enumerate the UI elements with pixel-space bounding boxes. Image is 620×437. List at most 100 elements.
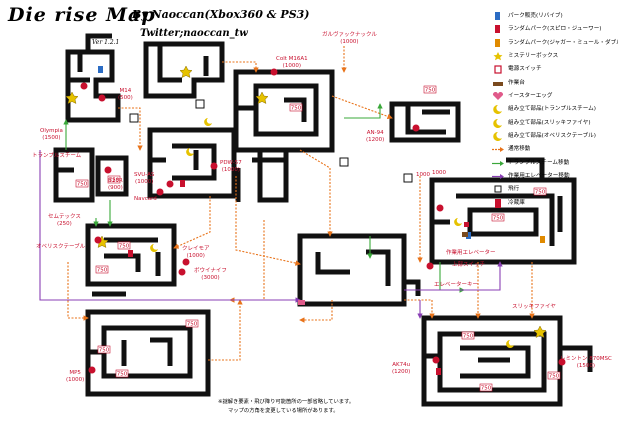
author-twitter: Twitter;naoccan_tw: [140, 28, 248, 39]
weapon-marker-icon: [182, 258, 190, 266]
building-bottom-left: [85, 309, 211, 397]
weapon-marker-icon: [94, 236, 102, 244]
building-central: [233, 69, 335, 203]
weapon-marker-icon: [156, 188, 164, 196]
bowie-knife-label: ボウイナイフ(3000): [194, 268, 227, 281]
legend-item: 作業台: [492, 77, 618, 90]
legend-item: 組み立て部品(スリッキファイヤ): [492, 117, 618, 130]
legend-item: パーク販売(リバイブ): [492, 10, 618, 23]
footnote: ※謎解き要素・飛び降り可能箇所の一部省略しています。 マップの方角を変更している…: [218, 398, 398, 416]
route-normal-4: [299, 149, 333, 237]
jump-spot-1: [195, 99, 205, 109]
door-cost-markers: [75, 85, 561, 392]
door-cost-1000-left: 1000: [416, 172, 430, 178]
perk-machine-icon: [98, 66, 103, 73]
weapon-marker-icon: [558, 358, 566, 366]
legend-item-label: 組み立て部品(スリッキファイヤ): [508, 119, 591, 126]
buildable-part-icon: [186, 148, 194, 156]
door-cost-1000-right: 1000: [432, 170, 446, 176]
legend-item: 電源スイッチ: [492, 63, 618, 76]
perk-machine-blue-icon: [495, 12, 500, 20]
weapon-marker-icon: [80, 82, 88, 90]
legend-item-label: 電源スイッチ: [508, 66, 542, 73]
door-cost-label: 750: [481, 386, 492, 392]
building-b23r: [95, 155, 129, 197]
b23r-label: B23R(900): [108, 178, 123, 191]
door-cost-label: 750: [549, 374, 560, 380]
building-bottom-right-tail: [560, 345, 593, 372]
building-upper-left-top: [85, 33, 112, 52]
route-normal-2: [331, 95, 393, 120]
mystery-box-star-icon: [179, 65, 193, 78]
legend-item: 通常移動: [492, 143, 618, 156]
easter-egg-heart-icon: [492, 92, 504, 101]
fridge-icon: [495, 198, 501, 208]
route-normal-6: [118, 107, 143, 151]
door-cost-label: 750: [463, 334, 474, 340]
weapon-marker-icon: [270, 68, 278, 76]
building-far-left: [53, 147, 95, 203]
legend-item-label: 組み立て部品(トランプルスチーム): [508, 106, 596, 113]
jump-spot-4: [129, 113, 139, 123]
obelisk-table-label: オベリスクテーブル: [36, 244, 86, 250]
route-normal-14: [67, 262, 89, 321]
semtex-label: セムテックス(250): [48, 214, 81, 227]
legend-item: ミステリーボックス: [492, 50, 618, 63]
mystery-box-star-icon: [255, 91, 269, 104]
legend-item-label: パーク販売(リバイブ): [508, 13, 563, 19]
route-normal-9: [208, 299, 243, 361]
door-cost-label: 750: [291, 106, 302, 112]
legend-item-label: ミステリーボックス: [508, 53, 559, 60]
legend-item-label: 作業用エレベーター移動: [508, 173, 570, 180]
weapon-marker-icon: [104, 166, 112, 174]
buildable-part-icon: [506, 340, 514, 348]
buildable-part-moon-icon: [493, 118, 502, 128]
colt-m16a1-label: Colt M16A1(1000): [276, 56, 308, 69]
door-cost-label: 750: [119, 244, 130, 250]
door-cost-label: 750: [77, 182, 88, 188]
building-an94: [389, 101, 461, 143]
perk-machine-icon: [540, 236, 545, 243]
building-center-hall: [297, 233, 421, 307]
legend-item-label: ランダムパーク(スピロ・ジューワー): [508, 26, 602, 33]
mp5-label: MP5(1000): [66, 370, 85, 383]
trample-steam-label: トランプルスチーム: [32, 153, 82, 159]
weapon-marker-icon: [210, 162, 218, 170]
workbench-icon: [493, 81, 503, 86]
perk-machine-icon: [180, 180, 185, 187]
legend-item: 飛行: [492, 183, 618, 196]
buildable-part-icon: [204, 118, 212, 126]
legend-item: ランダムパーク(ジャガー・ミュール・ダブルトTAP: [492, 37, 618, 50]
footnote-line-2: マップの方角を変更している場所があります。: [228, 408, 339, 414]
olympia-label: Olympia(1500): [40, 128, 63, 141]
building-left-lower: [85, 223, 177, 287]
jump-spot-3: [403, 173, 413, 183]
workbench-icon: [298, 300, 305, 305]
slick-fire-label: スリッキファイヤ: [512, 304, 556, 310]
power-switch-icon: [494, 65, 502, 74]
door-cost-label: 750: [187, 322, 198, 328]
legend-item: イースターエッグ: [492, 90, 618, 103]
legend-item: 組み立て部品(トランプルスチーム): [492, 103, 618, 116]
door-cost-label: 750: [535, 190, 546, 196]
route-elevator-2: [404, 261, 503, 291]
legend-item-label: イースターエッグ: [508, 93, 553, 100]
map-version: Ver 1.2.1: [92, 39, 120, 46]
building-right-middle-top: [506, 157, 545, 180]
buildable-part-icon: [454, 218, 462, 226]
weapon-marker-icon: [412, 124, 420, 132]
jump-spot-2: [339, 157, 349, 167]
ak74u-label: AK74u(1200): [392, 362, 411, 375]
perk-machine-icon: [466, 232, 471, 239]
route-normal-5: [173, 196, 211, 249]
route-arrow-green-icon: [492, 160, 504, 166]
claymore-label: クレイモア(1000): [182, 246, 210, 259]
legend-item-label: 組み立て部品(オベリスクテーブル): [508, 133, 596, 140]
door-cost-label: 750: [99, 348, 110, 354]
legend-item: 組み立て部品(オベリスクテーブル): [492, 130, 618, 143]
route-normal-7: [235, 176, 301, 266]
legend-item-label: ランダムパーク(ジャガー・ミュール・ダブルトTAP: [508, 39, 618, 46]
